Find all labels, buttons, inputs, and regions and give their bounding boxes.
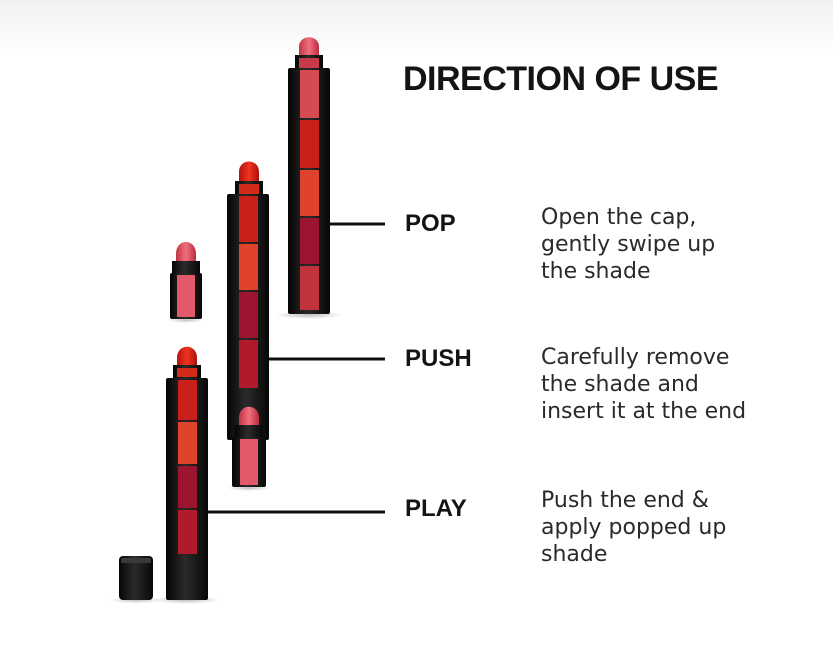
step-description-play: Push the end & apply popped up shade	[541, 488, 727, 567]
step-description-push: Carefully remove the shade and insert it…	[541, 345, 747, 424]
step-label-pop: POP	[405, 210, 456, 237]
lipstick-cap	[110, 556, 162, 604]
step-label-play: PLAY	[405, 495, 467, 522]
lipstick-play	[152, 242, 220, 604]
lipstick-pop	[275, 37, 343, 319]
lipstick-push	[227, 161, 271, 491]
step-description-pop: Open the cap, gently swipe up the shade	[541, 205, 716, 284]
step-label-push: PUSH	[405, 345, 472, 372]
page-title: DIRECTION OF USE	[403, 60, 719, 98]
